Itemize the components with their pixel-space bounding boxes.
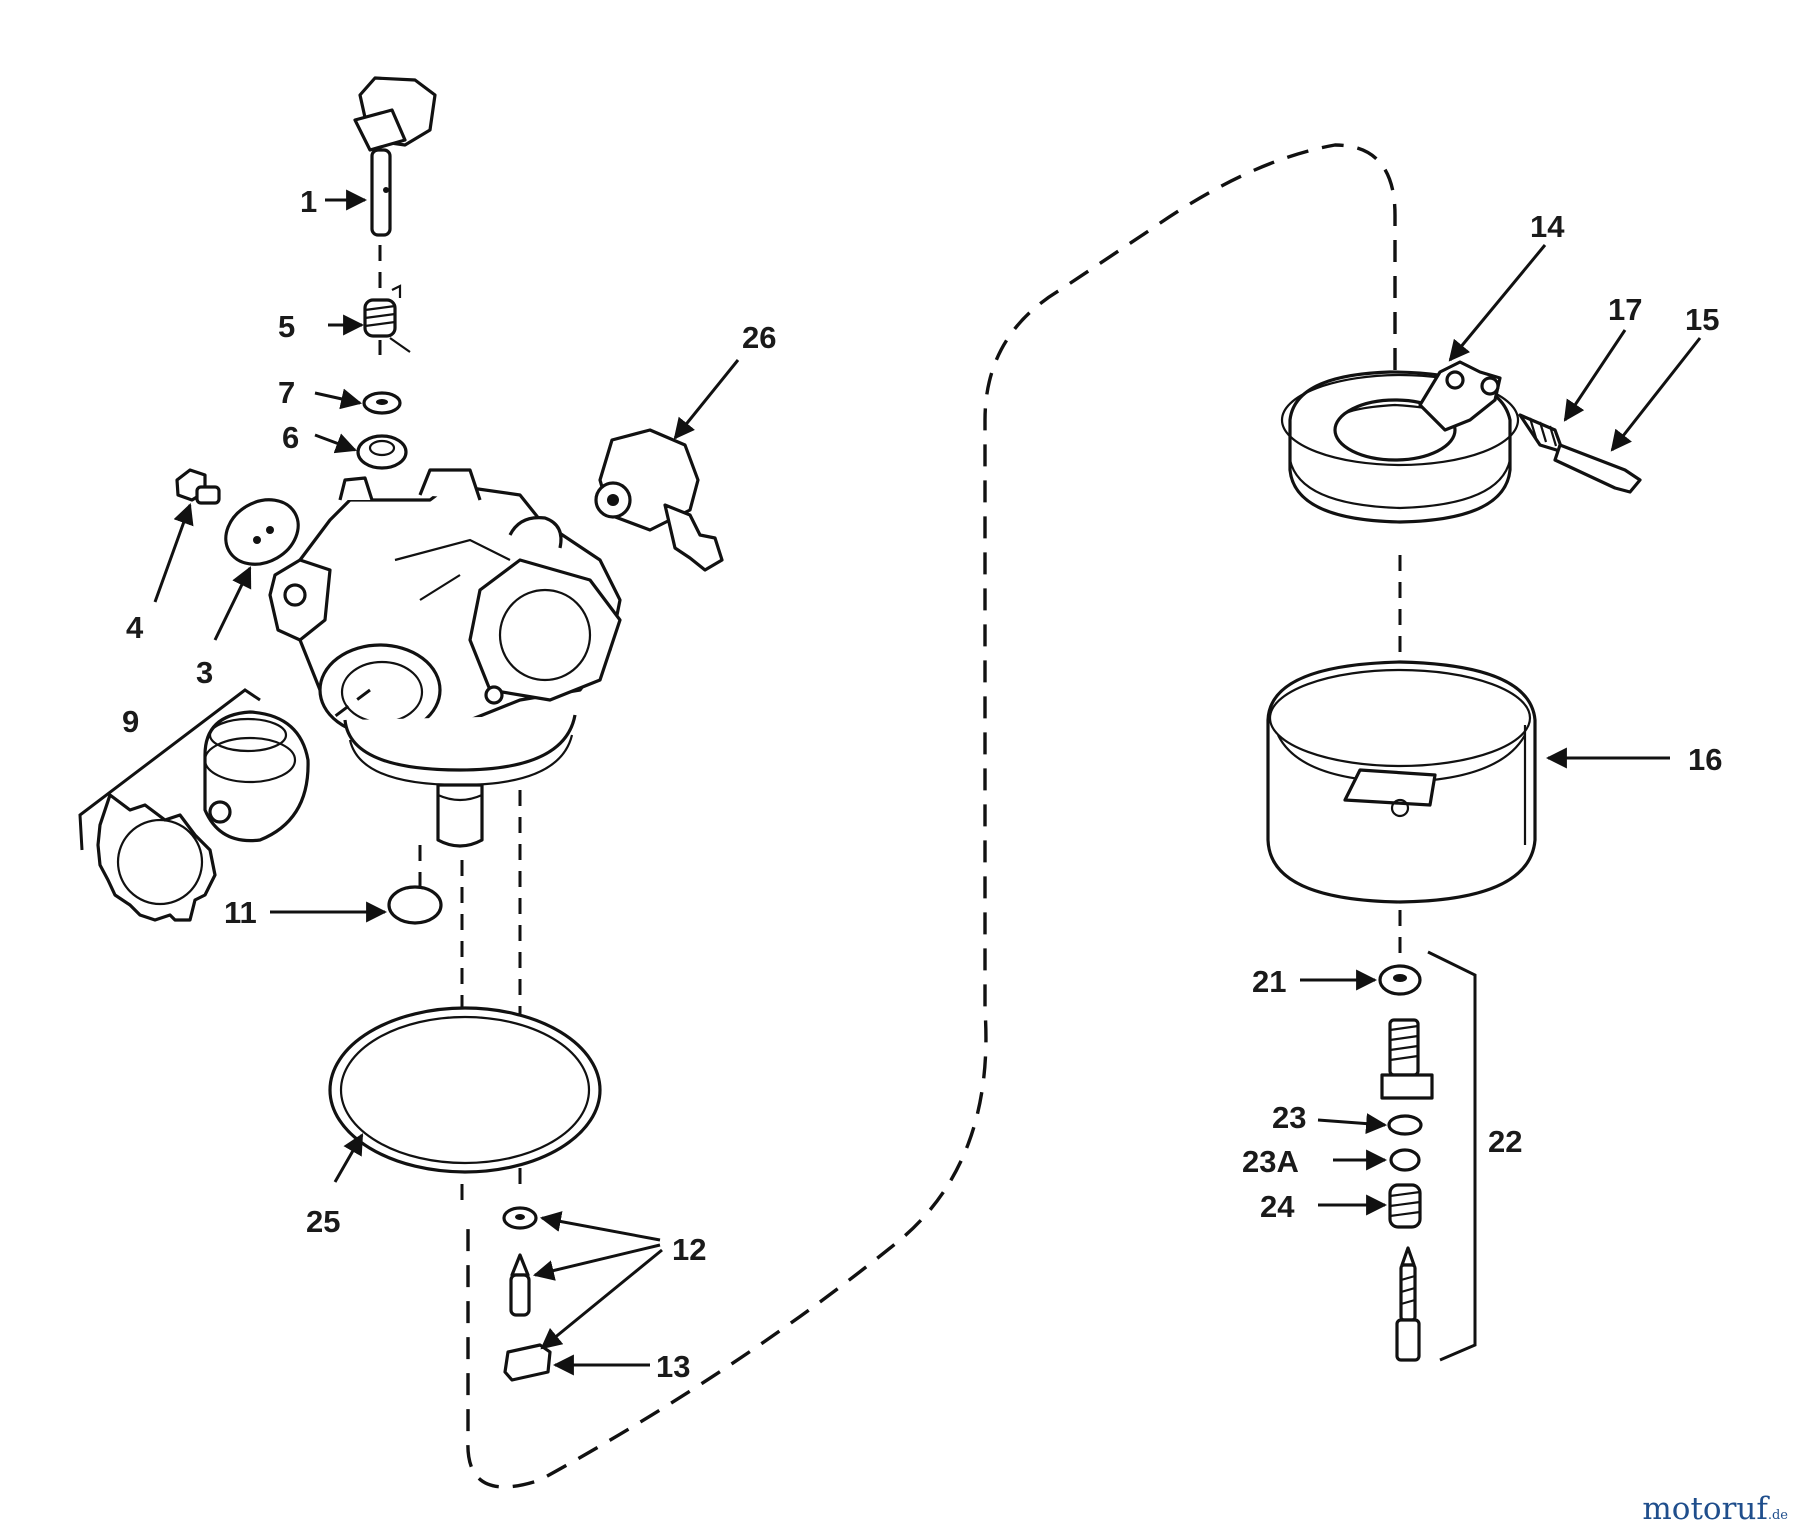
label-5: 5 [278,309,295,344]
welch-plug-part [387,885,443,925]
carburetor-body [268,468,622,848]
label-1: 1 [300,184,317,219]
label-7: 7 [278,375,295,410]
leader-12b [532,1243,661,1281]
float-hinge-part [1418,360,1502,432]
label-12: 12 [672,1232,706,1267]
leader-23 [1317,1113,1388,1135]
inlet-needle-part [509,1253,531,1317]
watermark-suffix: .de [1767,1508,1788,1523]
screw-part [175,468,221,505]
main-jet-housing-part [1380,1018,1434,1100]
spring-part [363,284,411,353]
label-6: 6 [282,420,299,455]
label-21: 21 [1252,964,1286,999]
leader-25 [333,1133,364,1183]
washer-part-23A [1389,1148,1421,1172]
fuel-fitting-part [594,428,724,572]
needle-screw-part [1395,1246,1421,1362]
leader-12a [539,1211,661,1242]
label-13: 13 [656,1349,690,1384]
label-3: 3 [196,655,213,690]
leader-12c [540,1248,663,1350]
washer-part-6 [356,434,408,470]
leader-14 [1448,244,1547,362]
label-11: 11 [224,895,257,930]
label-17: 17 [1608,292,1642,327]
primer-bulb-part [203,710,310,843]
label-25: 25 [306,1204,340,1239]
label-15: 15 [1685,302,1719,337]
watermark-text: motoruf [1642,1491,1768,1527]
washer-part-21 [1378,964,1422,996]
bracket-9 [78,688,261,851]
bracket-22 [1427,950,1477,1362]
leader-4 [153,503,194,603]
retainer-ring-part [96,793,217,922]
label-24: 24 [1260,1189,1295,1224]
choke-plate-part [224,498,300,566]
clip-part-13 [503,1343,552,1382]
label-26: 26 [742,320,776,355]
axis-dash-7 [329,688,371,722]
leader-6 [314,433,357,454]
float-spring-part [1518,413,1565,454]
label-9: 9 [122,704,139,739]
assembly-dashed-path [466,143,1397,1489]
label-16: 16 [1688,742,1722,777]
label-23: 23 [1272,1100,1306,1135]
o-ring-part [328,1006,602,1174]
leader-7 [314,388,363,410]
leader-15 [1610,337,1702,452]
label-22: 22 [1488,1124,1522,1159]
leader-17 [1563,329,1627,422]
label-23A: 23A [1242,1144,1299,1179]
leader-26 [673,359,740,440]
label-4: 4 [126,610,144,645]
leader-3 [213,566,252,641]
label-14: 14 [1530,209,1565,244]
spring-part-24 [1388,1183,1422,1229]
watermark-logo: motoruf.de [1642,1491,1788,1527]
hinge-pin-part [1553,443,1642,494]
washer-part-23 [1387,1114,1423,1136]
choke-shaft-part [353,76,437,237]
float-bowl-part [1266,660,1537,904]
